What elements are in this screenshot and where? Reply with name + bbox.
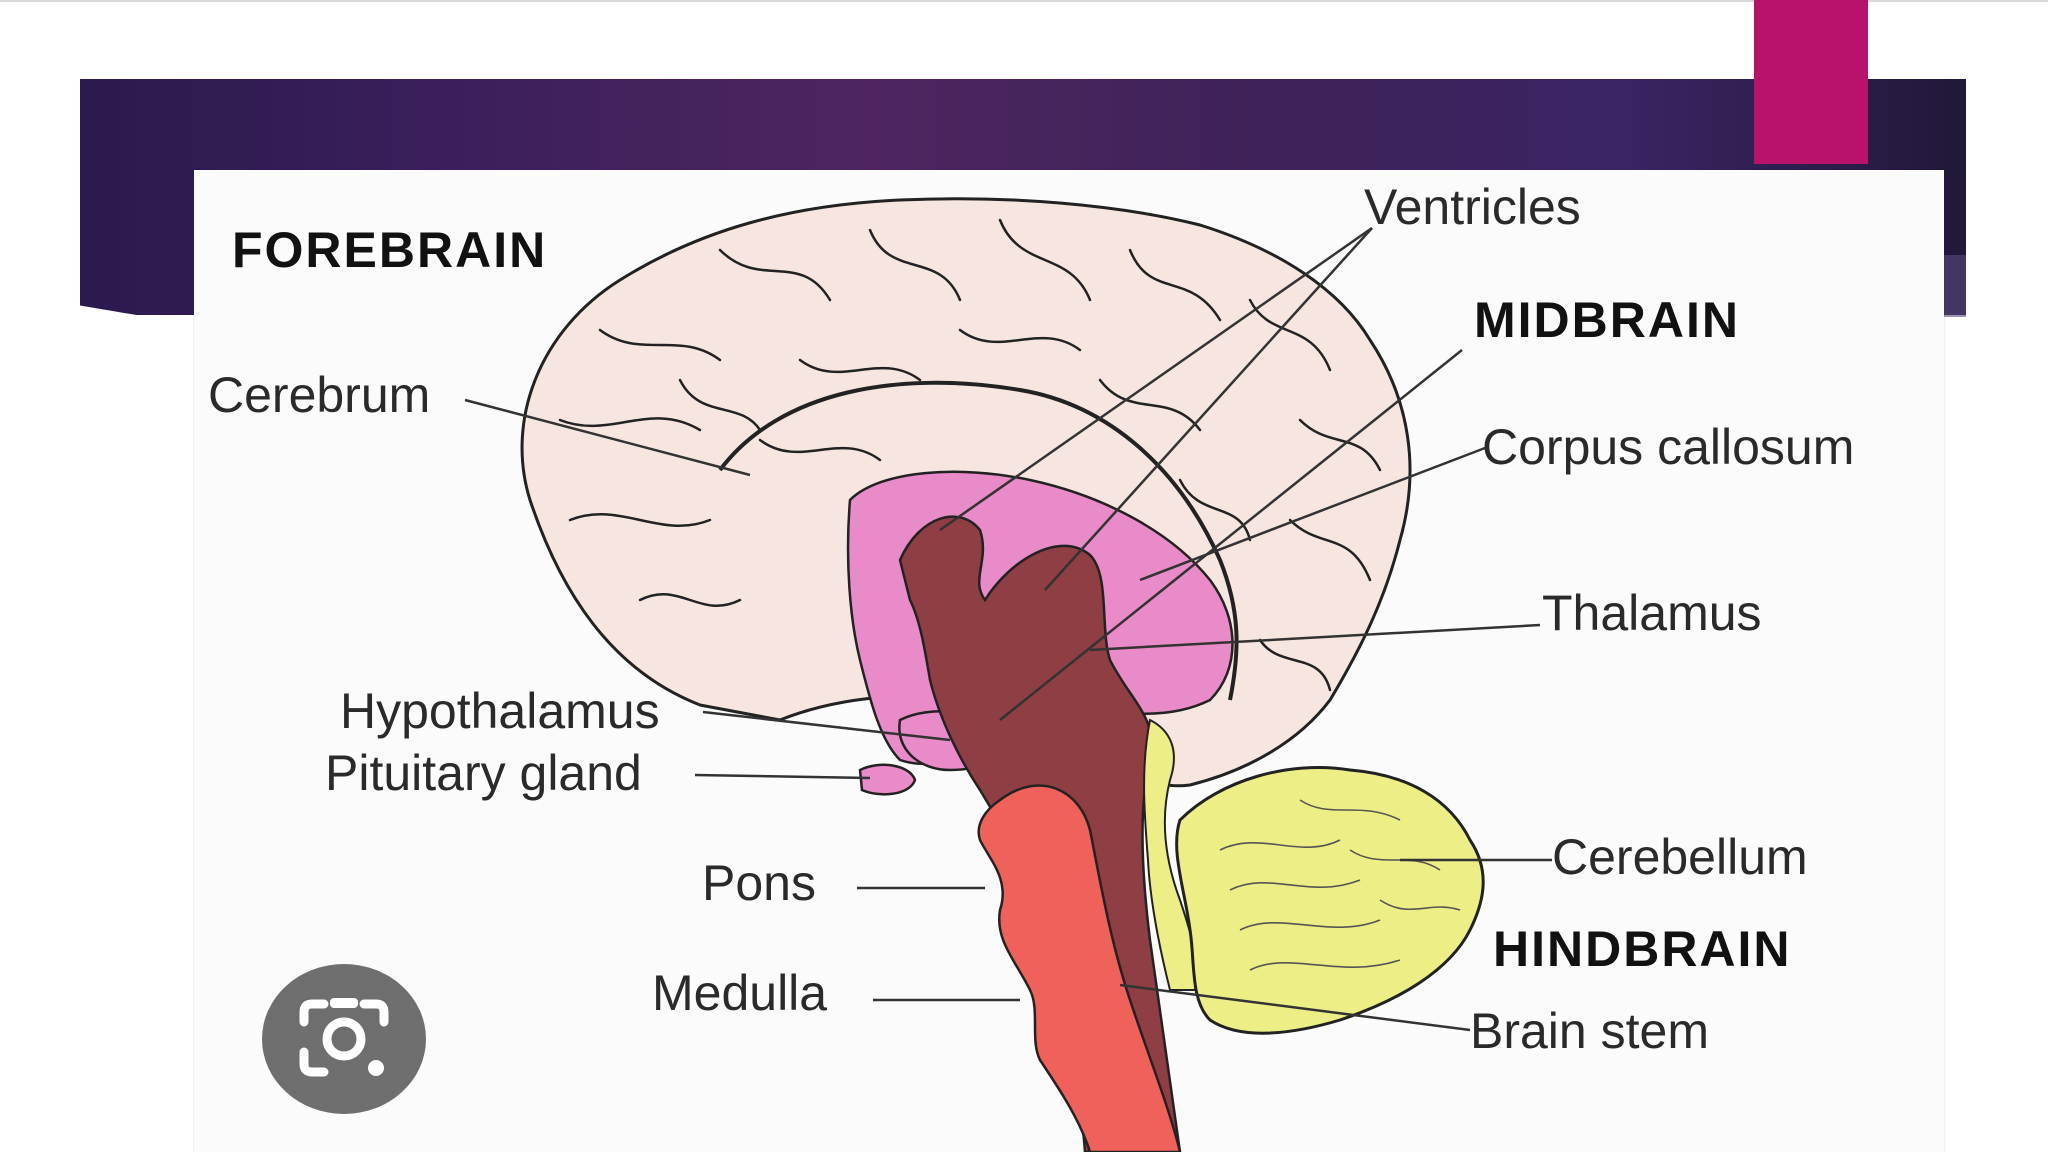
visual-search-button[interactable] xyxy=(262,964,426,1114)
label-thalamus: Thalamus xyxy=(1542,585,1762,641)
label-hypothalamus: Hypothalamus xyxy=(340,683,660,739)
label-brain-stem: Brain stem xyxy=(1470,1003,1709,1059)
label-corpus-callosum: Corpus callosum xyxy=(1482,419,1854,475)
label-midbrain: MIDBRAIN xyxy=(1474,292,1740,348)
label-cerebrum: Cerebrum xyxy=(208,367,430,423)
label-medulla: Medulla xyxy=(652,965,827,1021)
label-forebrain: FOREBRAIN xyxy=(232,222,547,278)
cerebellum-shape xyxy=(1175,766,1485,1035)
label-pituitary-gland: Pituitary gland xyxy=(325,745,642,801)
label-ventricles: Ventricles xyxy=(1364,179,1581,235)
accent-tab-decoration xyxy=(1754,0,1868,164)
pituitary-shape xyxy=(858,763,917,796)
label-pons: Pons xyxy=(702,855,816,911)
top-divider xyxy=(0,0,2048,2)
leader-lines xyxy=(464,226,1552,1032)
pons-medulla-region xyxy=(977,784,1182,1152)
label-cerebellum: Cerebellum xyxy=(1552,829,1808,885)
cerebrum-gyri xyxy=(558,218,1382,692)
corpus-callosum-arc xyxy=(718,380,1239,701)
cerebellum-folia xyxy=(1219,799,1461,971)
label-hindbrain: HINDBRAIN xyxy=(1493,921,1792,977)
visual-search-camera-icon xyxy=(299,998,389,1077)
